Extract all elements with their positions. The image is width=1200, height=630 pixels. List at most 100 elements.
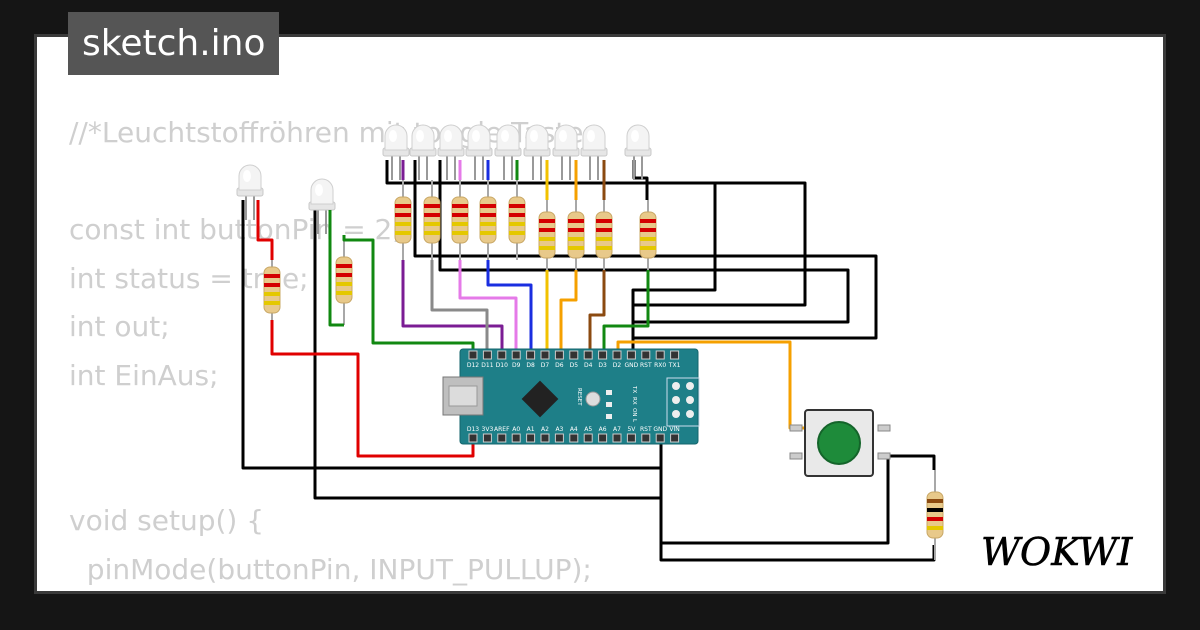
- resistor-band: [395, 213, 411, 217]
- resistor: [595, 200, 613, 270]
- resistor-band: [568, 237, 584, 241]
- pin-label-gnd: GND: [653, 426, 667, 433]
- resistor-band: [424, 204, 440, 208]
- pin-label-d4: D4: [584, 362, 593, 369]
- resistor-band: [640, 228, 656, 232]
- pushbutton: [789, 409, 891, 477]
- pin-label-d12: D12: [467, 362, 479, 369]
- led-highlight: [501, 130, 509, 142]
- resistor-band: [336, 264, 352, 268]
- resistor-band: [927, 499, 943, 503]
- resistor-body: [394, 196, 412, 244]
- pin-header: [540, 350, 550, 360]
- led-highlight: [444, 130, 452, 142]
- icsp-header: [666, 377, 700, 427]
- resistor-body: [567, 211, 585, 259]
- usb-port: [448, 385, 478, 407]
- pin-label-rst: RST: [640, 426, 652, 433]
- resistor-band: [927, 526, 943, 530]
- signal-wire: [486, 260, 533, 356]
- signal-wire: [430, 260, 489, 356]
- gnd-wire: [659, 435, 936, 545]
- pin-label-d9: D9: [512, 362, 521, 369]
- resistor-band: [568, 228, 584, 232]
- led-highlight: [472, 130, 480, 142]
- board-side-label: L: [631, 419, 637, 423]
- pin-label-d8: D8: [526, 362, 535, 369]
- board-side-label: RX: [631, 397, 637, 405]
- pin-label-a6: A6: [599, 426, 607, 433]
- resistor-body: [423, 196, 441, 244]
- pin-label-a4: A4: [570, 426, 578, 433]
- resistor-band: [424, 222, 440, 226]
- resistor-band: [395, 204, 411, 208]
- resistor-band: [264, 283, 280, 287]
- resistor-band: [568, 219, 584, 223]
- filename-tab[interactable]: sketch.ino: [68, 12, 280, 75]
- pin-header: [511, 350, 521, 360]
- code-line: int EinAus;: [69, 358, 219, 392]
- pin-header: [641, 433, 651, 443]
- pin-label-a1: A1: [527, 426, 535, 433]
- resistor: [335, 235, 353, 325]
- icsp-pin: [672, 410, 680, 418]
- pin-header: [612, 433, 622, 443]
- pushbutton-leg: [877, 424, 891, 432]
- resistor-band: [452, 231, 468, 235]
- resistor-band: [424, 231, 440, 235]
- resistor: [423, 180, 441, 260]
- board-side-label: TX: [631, 385, 637, 393]
- signal-wire: [342, 235, 475, 356]
- board-led: [606, 414, 612, 419]
- pin-header: [569, 350, 579, 360]
- pin-header: [526, 350, 536, 360]
- resistor: [451, 180, 469, 260]
- pin-header: [626, 433, 636, 443]
- board-led: [606, 390, 612, 395]
- led-wire: [328, 210, 344, 327]
- pin-label-d6: D6: [555, 362, 564, 369]
- pin-header: [670, 350, 680, 360]
- pin-label-a3: A3: [555, 426, 563, 433]
- resistor-band: [596, 246, 612, 250]
- resistor-band: [264, 274, 280, 278]
- led: [580, 124, 608, 180]
- resistor-body: [595, 211, 613, 259]
- resistor-band: [640, 219, 656, 223]
- resistor: [567, 200, 585, 270]
- led: [523, 124, 551, 180]
- signal-wire: [401, 260, 504, 356]
- resistor-band: [336, 282, 352, 286]
- gnd-wire: [385, 160, 717, 356]
- pin-header: [583, 433, 593, 443]
- wokwi-logo-text: WOKWI: [981, 530, 1133, 574]
- resistor-body: [639, 211, 657, 259]
- resistor-body: [263, 266, 281, 314]
- resistor-band: [640, 246, 656, 250]
- led-highlight: [243, 170, 251, 182]
- resistor-band: [539, 228, 555, 232]
- pin-label-d13: D13: [467, 426, 479, 433]
- icsp-pin: [686, 382, 694, 390]
- pin-label-d5: D5: [570, 362, 579, 369]
- pin-label-a5: A5: [584, 426, 592, 433]
- resistor-band: [480, 231, 496, 235]
- pin-label-vin: VIN: [669, 426, 679, 433]
- pin-label-5v: 5V: [627, 426, 636, 433]
- pin-header: [626, 350, 636, 360]
- resistor-band: [480, 213, 496, 217]
- resistor: [538, 200, 556, 270]
- pin-header: [554, 433, 564, 443]
- icsp-pin: [686, 396, 694, 404]
- led-wire: [632, 160, 649, 200]
- resistor: [394, 180, 412, 260]
- pin-header: [612, 350, 622, 360]
- led: [624, 124, 652, 180]
- pin-label-a2: A2: [541, 426, 549, 433]
- icsp-pin: [672, 396, 680, 404]
- board-led: [606, 402, 612, 407]
- resistor: [926, 470, 944, 560]
- pin-label-tx1: TX1: [668, 362, 681, 369]
- led-highlight: [389, 130, 397, 142]
